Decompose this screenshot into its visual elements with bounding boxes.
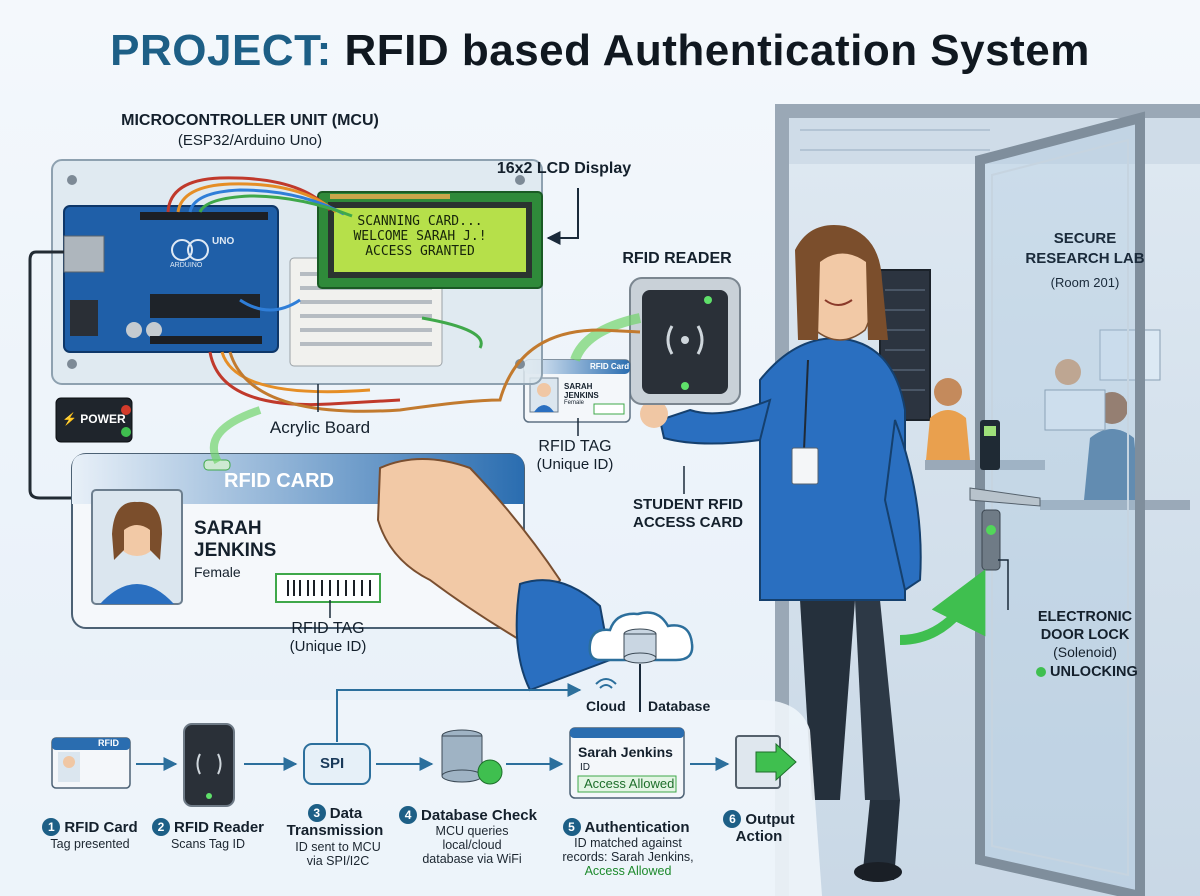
lcd-line-3: ACCESS GRANTED — [365, 244, 475, 259]
lcd-label: 16x2 LCD Display — [496, 160, 632, 177]
mcu-sub: (ESP32/Arduino Uno) — [177, 132, 323, 149]
small-rfid-card — [523, 359, 631, 423]
card-tag-sub: (Unique ID) — [289, 638, 367, 655]
arduino-uno-text: UNO — [212, 236, 235, 247]
step-4-desc: MCU queries local/cloud database via WiF… — [422, 824, 522, 866]
status-dot — [1036, 667, 1046, 677]
title-accent: PROJECT: — [110, 26, 332, 75]
auth-panel-id: ID — [580, 762, 590, 773]
step-5-desc: ID matched against records: Sarah Jenkin… — [556, 836, 700, 878]
lab-sign-line1: SECURE — [1053, 230, 1117, 247]
flow-icon-card — [51, 737, 131, 789]
arduino-brand-text: ARDUINO — [170, 262, 203, 269]
power-module — [55, 397, 133, 443]
acrylic-label: Acrylic Board — [269, 418, 371, 437]
reader-label: RFID READER — [622, 250, 732, 267]
step-5-title-text: Authentication — [584, 819, 690, 836]
flow-icon-reader — [183, 723, 235, 807]
lcd-line-2: WELCOME SARAH J.! — [353, 229, 487, 244]
mcu-label: MICROCONTROLLER UNIT (MCU) — [121, 112, 379, 129]
wireless-swoosh — [570, 313, 642, 362]
auth-panel-status: Access Allowed — [584, 776, 675, 791]
flow-spi-text: SPI — [320, 755, 345, 772]
card-header-text: RFID CARD — [224, 470, 334, 492]
small-card-gender: Female — [564, 400, 585, 406]
small-card-header: RFID Card — [590, 362, 630, 371]
lcd-module — [317, 191, 543, 289]
student-card-line2: ACCESS CARD — [632, 514, 743, 531]
callout-arrows — [317, 188, 1009, 645]
lock-status: UNLOCKING — [1050, 664, 1138, 680]
lab-workers — [925, 329, 1190, 510]
step-5-desc-status: Access Allowed — [584, 864, 672, 878]
small-tag-sub: (Unique ID) — [536, 456, 614, 473]
step-5-number: 5 — [562, 818, 581, 836]
power-label-text: POWER — [80, 412, 126, 426]
step-4-number: 4 — [399, 806, 418, 824]
step-1-number: 1 — [42, 818, 61, 836]
small-card-first: SARAH — [564, 382, 593, 391]
step-2-title-text: RFID Reader — [173, 819, 265, 836]
student-card-line1: STUDENT RFID — [633, 496, 743, 513]
lock-sub: (Solenoid) — [1053, 644, 1117, 660]
step-3-desc: ID sent to MCU via SPI/I2C — [295, 840, 381, 868]
database-label: Database — [648, 698, 711, 714]
step-3-number: 3 — [307, 804, 326, 822]
step-1-title-text: RFID Card — [64, 819, 138, 836]
card-gender: Female — [194, 564, 241, 580]
rfid-reader-device — [629, 277, 741, 405]
large-rfid-card — [71, 453, 525, 629]
title-main: RFID based Authentication System — [344, 26, 1090, 75]
door-lock-hardware — [969, 420, 1041, 571]
lock-line1: ELECTRONIC — [1037, 609, 1133, 625]
step-5-desc-text: ID matched against records: Sarah Jenkin… — [562, 836, 694, 864]
jumper-wires — [28, 176, 641, 500]
lcd-line-1: SCANNING CARD... — [357, 214, 483, 229]
card-first-name: SARAH — [194, 518, 262, 539]
power-label: ⚡ POWER — [62, 412, 126, 426]
cloud-label: Cloud — [586, 698, 626, 714]
flow-icon-output — [735, 735, 797, 789]
step-6-title-text: Output Action — [735, 811, 795, 845]
small-tag-label: RFID TAG — [538, 438, 612, 455]
auth-panel-name: Sarah Jenkins — [578, 744, 673, 760]
card-swoosh — [209, 406, 262, 464]
step-2-number: 2 — [151, 818, 170, 836]
flow-icon-spi — [303, 743, 371, 785]
step-3-title-text: Data Transmission — [286, 805, 384, 839]
lightning-icon: ⚡ — [62, 412, 77, 426]
arduino-board — [63, 205, 279, 353]
lcd-screen: SCANNING CARD... WELCOME SARAH J.! ACCES… — [336, 214, 504, 259]
lab-sign-room: (Room 201) — [1050, 275, 1120, 290]
page-title: PROJECT: RFID based Authentication Syste… — [0, 26, 1200, 76]
flow-icon-database — [441, 729, 503, 785]
small-card-last: JENKINS — [564, 391, 599, 400]
step-1-desc: Tag presented — [50, 837, 130, 851]
lab-sign-line2: RESEARCH LAB — [1025, 250, 1145, 267]
step-6-number: 6 — [723, 810, 742, 828]
hand — [376, 458, 612, 692]
cloud-database-icon — [588, 611, 694, 712]
lock-line2: DOOR LOCK — [1040, 627, 1130, 643]
step-4-title-text: Database Check — [421, 807, 537, 824]
step-2-desc: Scans Tag ID — [170, 837, 246, 851]
flow-card-text: RFID — [98, 738, 119, 748]
card-last-name: JENKINS — [194, 540, 277, 561]
card-tag-label: RFID TAG — [291, 620, 365, 637]
student-figure — [640, 225, 922, 882]
flow-icon-auth-panel — [569, 727, 685, 799]
flow-arrows — [136, 683, 730, 771]
